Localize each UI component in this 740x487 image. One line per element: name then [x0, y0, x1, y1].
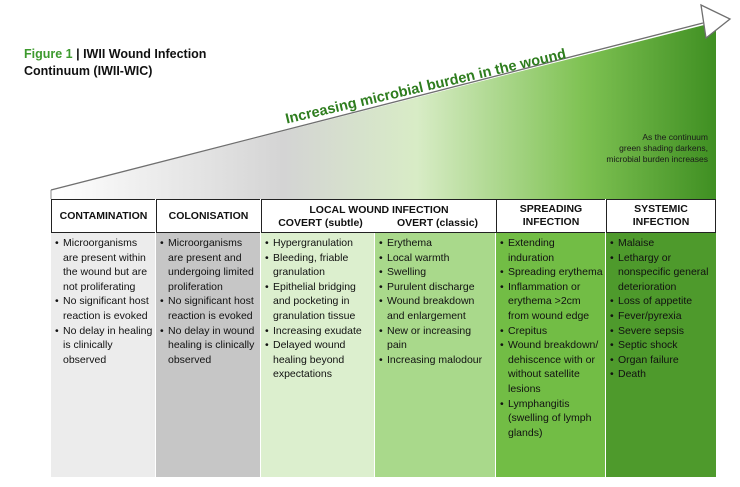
list-item: Increasing malodour	[379, 353, 493, 368]
list-item: Bleeding, friable granulation	[265, 251, 372, 280]
stage-contamination: CONTAMINATION Microorganisms are present…	[51, 199, 156, 477]
list-item: Extending induration	[500, 236, 603, 265]
list-item: No significant host reaction is evoked	[160, 294, 258, 323]
list-item: Septic shock	[610, 338, 714, 353]
list-item: Severe sepsis	[610, 324, 714, 339]
list-item: Epithelial bridging and pocketing in gra…	[265, 280, 372, 324]
stage-list: Erythema Local warmth Swelling Purulent …	[379, 236, 493, 367]
stage-body: Microorganisms are present and undergoin…	[156, 233, 260, 477]
stage-header-line1: SYSTEMIC	[634, 203, 688, 215]
stage-spreading: SPREADING INFECTION Extending induration…	[496, 199, 606, 477]
list-item: Hypergranulation	[265, 236, 372, 251]
note-line-2: green shading darkens,	[619, 143, 708, 153]
stage-list: Malaise Lethargy or nonspecific general …	[610, 236, 714, 382]
list-item: Purulent discharge	[379, 280, 493, 295]
list-item: Inflammation or erythema >2cm from wound…	[500, 280, 603, 324]
shading-note: As the continuum green shading darkens, …	[548, 132, 708, 165]
covert-subheader: COVERT (subtle)	[278, 217, 363, 229]
list-item: No delay in healing is clinically observ…	[55, 324, 153, 368]
stage-list: Hypergranulation Bleeding, friable granu…	[265, 236, 372, 382]
list-item: Wound breakdown and enlargement	[379, 294, 493, 323]
stage-colonisation: COLONISATION Microorganisms are present …	[156, 199, 261, 477]
arrow-head	[700, 3, 732, 40]
figure-number: Figure 1	[24, 47, 73, 61]
stage-header-line2: INFECTION	[522, 216, 580, 228]
local-infection-subheaders: COVERT (subtle) OVERT (classic)	[262, 217, 496, 230]
list-item: Microorganisms are present within the wo…	[55, 236, 153, 294]
figure-title: Figure 1 | IWII Wound Infection Continuu…	[24, 46, 206, 80]
list-item: Increasing exudate	[265, 324, 372, 339]
figure-title-line1: IWII Wound Infection	[83, 47, 207, 61]
list-item: Organ failure	[610, 353, 714, 368]
stage-body: Malaise Lethargy or nonspecific general …	[606, 233, 716, 477]
continuum-table: CONTAMINATION Microorganisms are present…	[51, 199, 716, 477]
list-item: Lethargy or nonspecific general deterior…	[610, 251, 714, 295]
stage-header-line1: SPREADING	[519, 203, 583, 215]
list-item: Lymphangitis (swelling of lymph glands)	[500, 397, 603, 441]
list-item: Delayed wound healing beyond expectation…	[265, 338, 372, 382]
stage-list: Microorganisms are present within the wo…	[55, 236, 153, 367]
stage-body: Extending induration Spreading erythema …	[496, 233, 605, 477]
list-item: Microorganisms are present and undergoin…	[160, 236, 258, 294]
stage-list: Extending induration Spreading erythema …	[500, 236, 603, 440]
local-infection-title: LOCAL WOUND INFECTION	[309, 204, 449, 216]
stage-body: Erythema Local warmth Swelling Purulent …	[375, 233, 495, 477]
list-item: Fever/pyrexia	[610, 309, 714, 324]
stage-header-line2: INFECTION	[632, 216, 690, 228]
stage-header: COLONISATION	[156, 199, 260, 233]
list-item: Crepitus	[500, 324, 603, 339]
stage-local-covert: Hypergranulation Bleeding, friable granu…	[261, 199, 375, 477]
local-infection-header: LOCAL WOUND INFECTION COVERT (subtle) OV…	[261, 199, 496, 233]
list-item: Death	[610, 367, 714, 382]
stage-header: CONTAMINATION	[51, 199, 155, 233]
list-item: Wound breakdown/ dehiscence with or with…	[500, 338, 603, 396]
figure-separator: |	[72, 47, 84, 61]
stage-body: Hypergranulation Bleeding, friable granu…	[261, 233, 374, 477]
list-item: No significant host reaction is evoked	[55, 294, 153, 323]
stage-list: Microorganisms are present and undergoin…	[160, 236, 258, 367]
overt-subheader: OVERT (classic)	[396, 217, 479, 229]
stage-body: Microorganisms are present within the wo…	[51, 233, 155, 477]
stage-systemic: SYSTEMIC INFECTION Malaise Lethargy or n…	[606, 199, 716, 477]
stage-local-overt: Erythema Local warmth Swelling Purulent …	[375, 199, 496, 477]
arrow-wedge-fill	[51, 22, 716, 199]
list-item: Spreading erythema	[500, 265, 603, 280]
stage-header: SYSTEMIC INFECTION	[606, 199, 716, 233]
arrow-shaft	[50, 22, 704, 191]
note-line-1: As the continuum	[642, 132, 708, 142]
list-item: No delay in wound healing is clinically …	[160, 324, 258, 368]
list-item: Local warmth	[379, 251, 493, 266]
list-item: Erythema	[379, 236, 493, 251]
list-item: Swelling	[379, 265, 493, 280]
list-item: Malaise	[610, 236, 714, 251]
note-line-3: microbial burden increases	[606, 154, 708, 164]
stage-header: SPREADING INFECTION	[496, 199, 605, 233]
list-item: New or increasing pain	[379, 324, 493, 353]
figure-title-line2: Continuum (IWII-WIC)	[24, 64, 153, 78]
list-item: Loss of appetite	[610, 294, 714, 309]
